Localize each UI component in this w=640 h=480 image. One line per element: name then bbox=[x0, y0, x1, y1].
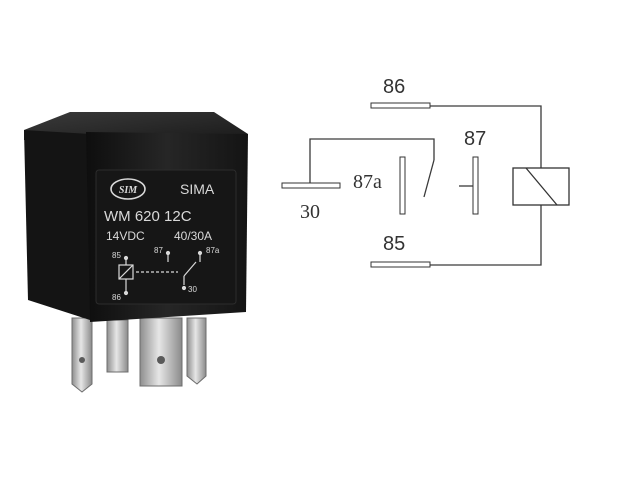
terminal-87a-bar bbox=[399, 156, 406, 215]
relay-pin bbox=[139, 317, 183, 387]
terminal-87-bar bbox=[472, 156, 479, 215]
mini-label-87a: 87a bbox=[206, 246, 220, 255]
relay-coil-icon bbox=[512, 167, 570, 206]
relay-mini-schematic: 85 86 87 87a 30 bbox=[112, 246, 220, 302]
terminal-30-bar bbox=[281, 182, 341, 189]
terminal-86-label: 86 bbox=[383, 76, 405, 98]
relay-pin bbox=[71, 317, 93, 393]
wire-switch-arm bbox=[423, 159, 435, 198]
wire-coil-to-85 bbox=[430, 205, 542, 266]
relay-pins bbox=[71, 317, 207, 393]
relay-model: WM 620 12C bbox=[104, 208, 192, 225]
relay-current: 40/30A bbox=[174, 229, 212, 243]
mini-label-85: 85 bbox=[112, 251, 121, 260]
relay-brand: SIMA bbox=[180, 181, 215, 197]
relay-photo: SIM SIMA WM 620 12C 14VDC 40/30A 85 86 8… bbox=[24, 112, 248, 393]
mini-label-87: 87 bbox=[154, 246, 163, 255]
relay-logo-text: SIM bbox=[119, 185, 138, 196]
terminal-85-label: 85 bbox=[383, 233, 405, 255]
relay-label-panel bbox=[95, 169, 237, 305]
pin-hole bbox=[157, 356, 165, 364]
relay-top-face bbox=[24, 112, 248, 140]
relay-pin bbox=[106, 319, 129, 373]
terminal-86-bar bbox=[370, 102, 431, 109]
wire-30-to-switch bbox=[309, 138, 435, 185]
terminal-87-label: 87 bbox=[464, 128, 486, 150]
wire-86-to-coil bbox=[430, 105, 542, 168]
terminal-87a-label: 87a bbox=[353, 171, 382, 193]
terminal-85-bar bbox=[370, 261, 431, 268]
relay-side-face bbox=[24, 130, 90, 320]
terminal-30-label: 30 bbox=[300, 201, 320, 223]
relay-pin bbox=[186, 317, 207, 385]
relay-voltage: 14VDC bbox=[106, 229, 145, 243]
relay-printed-label: SIM SIMA WM 620 12C 14VDC 40/30A 85 86 8… bbox=[104, 178, 220, 302]
sim-logo-icon bbox=[110, 178, 146, 200]
mini-label-86: 86 bbox=[112, 293, 121, 302]
circuit-diagram: 86 87 87a 30 85 bbox=[281, 76, 570, 268]
pin-hole bbox=[79, 357, 85, 363]
mini-label-30: 30 bbox=[188, 285, 197, 294]
circuit-wires bbox=[309, 105, 542, 266]
